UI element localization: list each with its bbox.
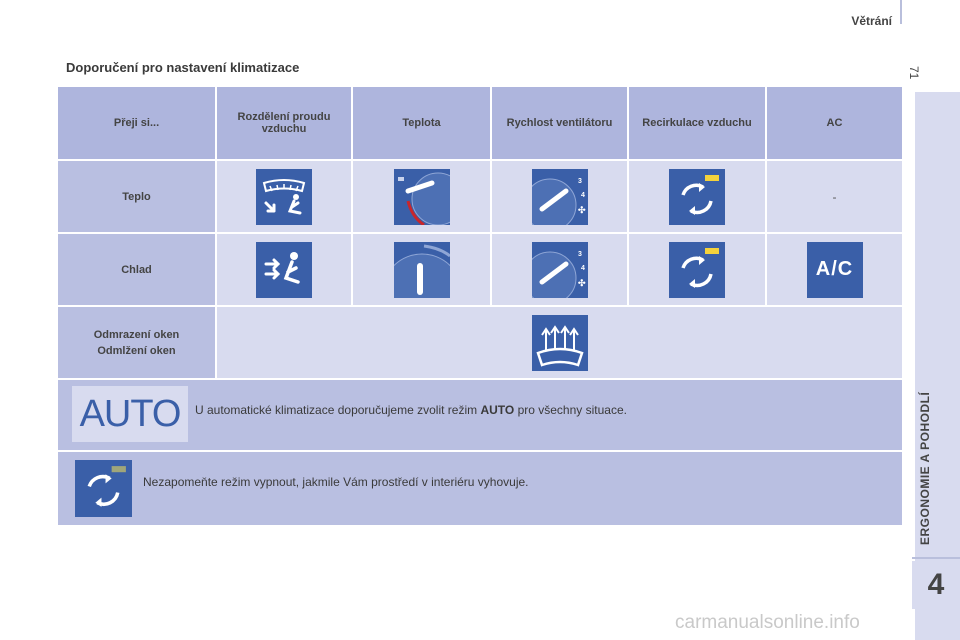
warm-recirc-cell bbox=[629, 161, 765, 232]
recirc-note-band bbox=[58, 452, 902, 525]
cold-airflow-cell bbox=[217, 234, 351, 305]
row-label-defrost: Odmrazení oken Odmlžení oken bbox=[58, 307, 215, 378]
header-divider bbox=[900, 0, 902, 24]
side-tab-strip bbox=[915, 92, 960, 640]
ac-icon: A/C bbox=[806, 241, 863, 298]
recirculation-indicator-off-icon bbox=[75, 460, 132, 517]
cold-temperature-cell bbox=[353, 234, 490, 305]
airflow-feet-windscreen-icon bbox=[256, 168, 312, 225]
recirculation-indicator-on-icon bbox=[669, 241, 725, 298]
row-label-defrost-line2: Odmlžení oken bbox=[97, 344, 176, 357]
header-airflow: Rozdělení proudu vzduchu bbox=[217, 87, 351, 159]
fan-speed-knob-icon: 3 4 ✣ bbox=[531, 241, 588, 298]
temperature-knob-cold-icon bbox=[393, 241, 450, 298]
auto-note-text: U automatické klimatizace doporučujeme z… bbox=[195, 403, 627, 417]
windscreen-defrost-icon bbox=[531, 314, 588, 371]
chapter-number: 4 bbox=[912, 561, 960, 609]
svg-text:4: 4 bbox=[581, 265, 585, 272]
cold-fan-cell: 3 4 ✣ bbox=[492, 234, 627, 305]
row-label-defrost-line1: Odmrazení oken bbox=[93, 328, 180, 341]
page-header-title: Větrání bbox=[851, 14, 892, 28]
header-ac: AC bbox=[767, 87, 902, 159]
auto-note-text-after: pro všechny situace. bbox=[517, 403, 627, 417]
header-fan-speed: Rychlost ventilátoru bbox=[492, 87, 627, 159]
auto-badge: AUTO bbox=[72, 386, 188, 442]
section-title: Doporučení pro nastavení klimatizace bbox=[66, 60, 300, 75]
recirc-note-icon-wrap bbox=[75, 460, 132, 522]
header-temperature: Teplota bbox=[353, 87, 490, 159]
auto-note-text-bold: AUTO bbox=[480, 403, 515, 417]
svg-text:4: 4 bbox=[581, 192, 585, 199]
chapter-label: ERGONOMIE A POHODLÍ bbox=[918, 391, 932, 545]
defrost-cell bbox=[217, 307, 902, 378]
airflow-face-icon bbox=[256, 241, 312, 298]
chapter-divider bbox=[912, 557, 960, 559]
warm-fan-cell: 3 4 ✣ bbox=[492, 161, 627, 232]
temperature-knob-warm-icon bbox=[393, 168, 450, 225]
recirculation-indicator-on-icon bbox=[669, 168, 725, 225]
recirc-note-text: Nezapomeňte režim vypnout, jakmile Vám p… bbox=[143, 475, 529, 489]
svg-text:3: 3 bbox=[578, 251, 582, 258]
row-label-warm: Teplo bbox=[58, 161, 215, 232]
auto-note-band bbox=[58, 380, 902, 450]
warm-airflow-cell bbox=[217, 161, 351, 232]
svg-text:3: 3 bbox=[578, 178, 582, 185]
header-recirculation: Recirkulace vzduchu bbox=[629, 87, 765, 159]
fan-speed-knob-icon: 3 4 ✣ bbox=[531, 168, 588, 225]
page-number: 71 bbox=[907, 66, 921, 80]
auto-note-text-before: U automatické klimatizace doporučujeme z… bbox=[195, 403, 478, 417]
svg-text:✣: ✣ bbox=[578, 278, 586, 288]
cold-ac-cell: A/C bbox=[767, 234, 902, 305]
watermark: carmanualsonline.info bbox=[675, 612, 860, 633]
warm-temperature-cell bbox=[353, 161, 490, 232]
warm-ac-value: - bbox=[767, 161, 902, 232]
row-label-cold: Chlad bbox=[58, 234, 215, 305]
svg-text:✣: ✣ bbox=[578, 205, 586, 215]
header-wish: Přeji si... bbox=[58, 87, 215, 159]
cold-recirc-cell bbox=[629, 234, 765, 305]
